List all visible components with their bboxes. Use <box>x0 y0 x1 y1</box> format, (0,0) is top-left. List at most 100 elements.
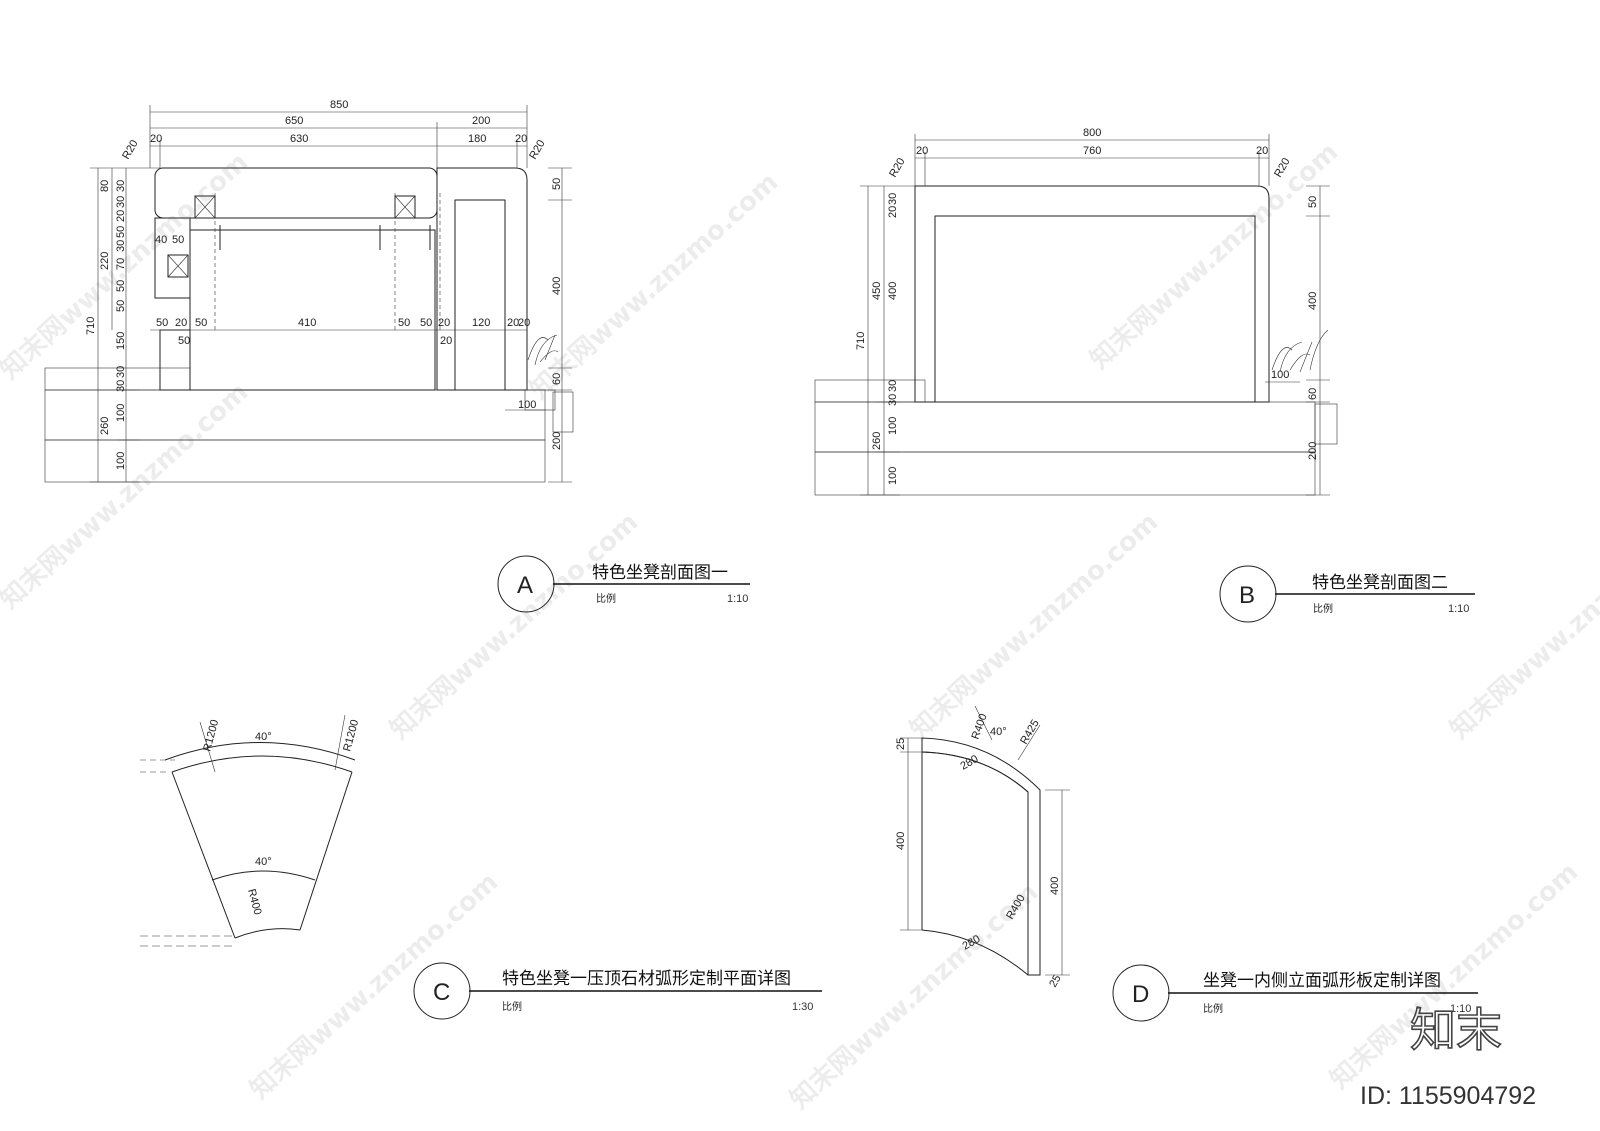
wood-joist <box>167 254 189 278</box>
dim-label: 100 <box>518 399 536 411</box>
dim-label: 25 <box>1047 973 1064 990</box>
scale-label: 比例 <box>502 1000 522 1013</box>
ground-paving-layer <box>814 379 926 403</box>
dim-label: 30 <box>887 193 899 205</box>
dim-label: 850 <box>330 99 348 111</box>
drawing-title: 特色坐凳一压顶石材弧形定制平面详图 <box>502 969 791 989</box>
drawing-title: 特色坐凳剖面图一 <box>592 563 728 583</box>
stone-back-wall <box>436 167 528 391</box>
dim-label: 30 <box>887 380 899 392</box>
drawing-title: 特色坐凳剖面图二 <box>1312 573 1448 593</box>
dim-label: 650 <box>285 115 303 127</box>
dim-label: 30 <box>115 380 127 392</box>
dim-label: 400 <box>895 832 907 850</box>
scale-value: 1:30 <box>792 1001 813 1013</box>
dim-label: 260 <box>871 432 883 450</box>
dim-label: 100 <box>887 417 899 435</box>
plan-drawing-c: R1200 40° R1200 40° R400 C 特色坐凳一压顶石材弧形定制… <box>140 714 822 1020</box>
dim-label: 20 <box>175 317 187 329</box>
dim-label: 120 <box>472 317 490 329</box>
watermark-text: 知末网www.znzmo.com <box>385 507 645 745</box>
dim-label: 400 <box>1049 877 1061 895</box>
dim-label: 50 <box>156 317 168 329</box>
dim-label: 30 <box>115 366 127 378</box>
dim-label: 70 <box>115 258 127 270</box>
dim-label: 30 <box>115 240 127 252</box>
dim-label: 260 <box>99 417 111 435</box>
grass-plant-icon <box>1271 329 1329 373</box>
drawing-bubble-letter: D <box>1132 981 1149 1008</box>
dim-label: 400 <box>1307 292 1319 310</box>
dim-label: 450 <box>871 282 883 300</box>
dim-label: 40° <box>255 856 272 868</box>
dim-label: 410 <box>298 317 316 329</box>
anchor-bolts <box>219 225 431 250</box>
dim-label: R425 <box>1018 718 1042 747</box>
scale-value: 1:10 <box>727 593 748 605</box>
dim-label: R1200 <box>201 718 221 752</box>
watermark-text: 知末网www.znzmo.com <box>0 377 254 615</box>
dim-label: 760 <box>1083 145 1101 157</box>
watermark-text: 知末网www.znzmo.com <box>245 867 505 1105</box>
watermark-layer: 知末网www.znzmo.com 知末网www.znzmo.com 知末网www… <box>0 137 1600 1115</box>
dim-label: 50 <box>172 234 184 246</box>
dim-label: 50 <box>115 280 127 292</box>
bottom-arc <box>921 929 1029 976</box>
section-drawing-a: 850 650 200 20 630 180 20 R20 R20 80 30 … <box>44 99 750 613</box>
dim-label: 20 <box>150 133 162 145</box>
dim-label: 220 <box>99 252 111 270</box>
dim-label: 40 <box>155 234 167 246</box>
outer-arc <box>164 742 356 761</box>
dim-label: R1200 <box>341 718 361 752</box>
scale-value: 1:10 <box>1450 1003 1471 1015</box>
dim-label: 20 <box>440 335 452 347</box>
dim-label: 400 <box>887 282 899 300</box>
watermark-text: 知末网www.znzmo.com <box>1085 137 1345 375</box>
dim-label: 25 <box>895 738 907 750</box>
dim-label: 30 <box>115 180 127 192</box>
dim-label: 630 <box>290 133 308 145</box>
outer-arc-inner <box>171 755 353 773</box>
dim-label: 50 <box>195 317 207 329</box>
back-wall-cavity <box>454 199 506 391</box>
dim-label: 710 <box>85 317 97 335</box>
dim-label: 80 <box>99 180 111 192</box>
dim-label: 100 <box>115 404 127 422</box>
scale-value: 1:10 <box>1448 603 1469 615</box>
dim-label: 710 <box>855 332 867 350</box>
dim-label: 20 <box>887 206 899 218</box>
watermark-text: 知末网www.znzmo.com <box>525 167 785 405</box>
drawing-title: 坐凳一内侧立面弧形板定制详图 <box>1203 971 1441 991</box>
drawing-bubble-letter: B <box>1239 582 1255 609</box>
dim-label: R20 <box>527 138 547 161</box>
dim-label: 200 <box>1307 442 1319 460</box>
brand-logo-text: 知末 <box>1410 1003 1502 1057</box>
dim-label: 20 <box>916 145 928 157</box>
dim-label: 60 <box>1307 388 1319 400</box>
dim-label: 20 <box>515 133 527 145</box>
dim-label: 20 <box>438 317 450 329</box>
dim-label: 200 <box>472 115 490 127</box>
drawing-bubble-letter: A <box>517 572 533 599</box>
watermark-text: 知末网www.znzmo.com <box>1445 507 1600 745</box>
dim-label: 800 <box>1083 127 1101 139</box>
dim-label: 40° <box>990 726 1007 738</box>
dim-label: 50 <box>551 178 563 190</box>
ground-gravel-layer <box>814 451 1316 496</box>
stone-shell-b <box>914 185 1270 403</box>
dim-label: 100 <box>1271 369 1289 381</box>
wood-backing-left <box>154 217 191 299</box>
dim-label: R400 <box>245 888 263 917</box>
dim-label: 180 <box>468 133 486 145</box>
scale-label: 比例 <box>1313 602 1333 615</box>
dim-label: 50 <box>420 317 432 329</box>
ground-gravel-layer <box>44 439 546 483</box>
dim-label: 30 <box>887 394 899 406</box>
dim-label: 40° <box>255 731 272 743</box>
section-drawing-b: 800 20 760 20 R20 R20 30 20 450 400 710 … <box>814 127 1475 623</box>
dim-label: 20 <box>518 317 530 329</box>
bench-core-a <box>189 229 436 391</box>
dim-label: 200 <box>551 432 563 450</box>
scale-label: 比例 <box>1203 1002 1223 1015</box>
